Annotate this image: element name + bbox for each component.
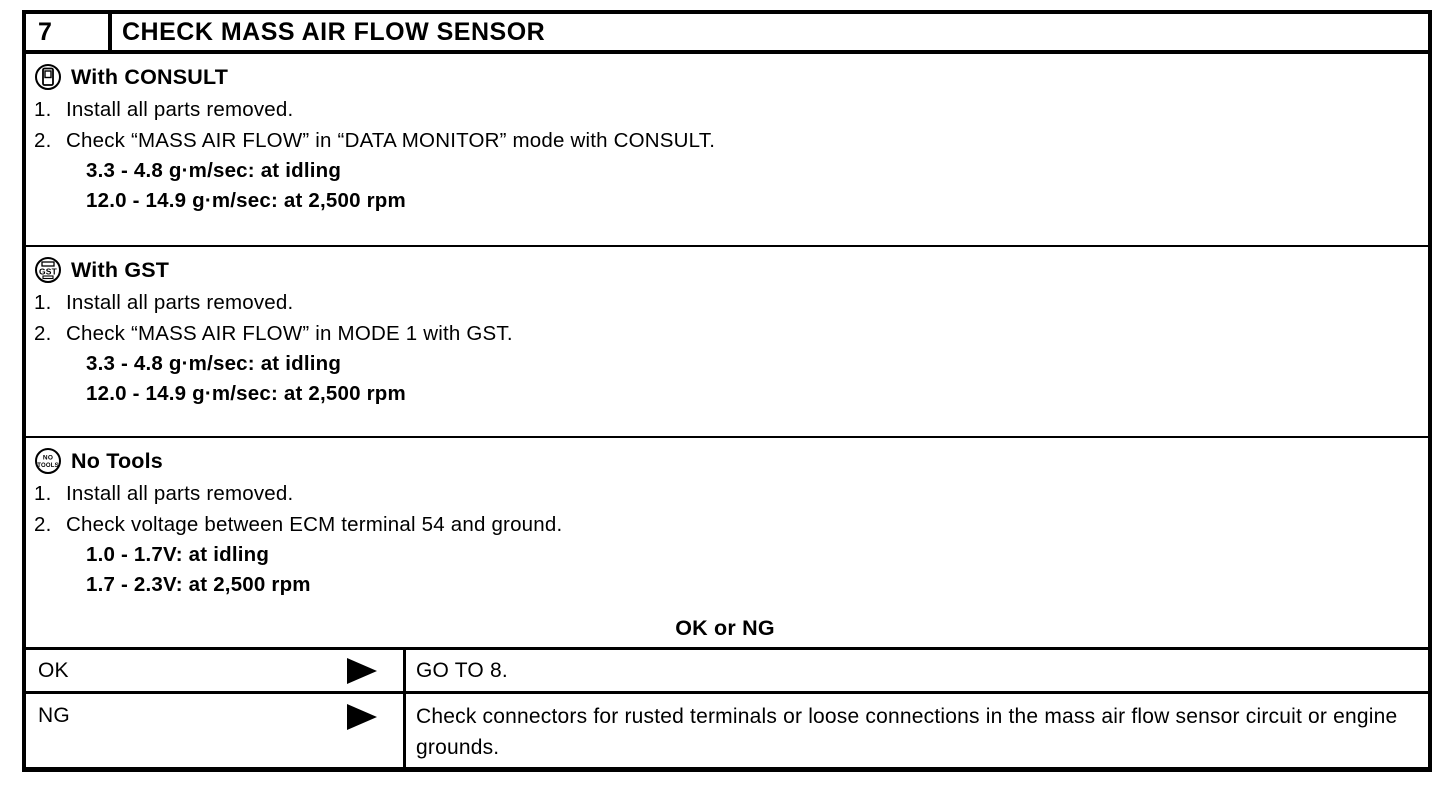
step-item: 2. Check “MASS AIR FLOW” in MODE 1 with …	[34, 322, 513, 345]
step-item: 2. Check “MASS AIR FLOW” in “DATA MONITO…	[34, 129, 716, 152]
spec-value: 12.0 - 14.9 g·m/sec: at 2,500 rpm	[86, 189, 406, 212]
spec-value: 1.0 - 1.7V: at idling	[86, 543, 270, 566]
spec-value: 12.0 - 14.9 g·m/sec: at 2,500 rpm	[86, 382, 406, 405]
svg-text:GST: GST	[39, 267, 58, 277]
result-row-ok: OK GO TO 8.	[26, 650, 1428, 691]
section-heading-gst: GST With GST	[34, 253, 1416, 287]
section-with-gst: GST With GST 1. Install all parts remove…	[26, 247, 1428, 438]
step-item: 1. Install all parts removed.	[34, 98, 294, 121]
section-heading-no-tools: NO TOOLS No Tools	[34, 444, 1416, 478]
svg-text:TOOLS: TOOLS	[37, 463, 59, 469]
step-item: 2. Check voltage between ECM terminal 54…	[34, 513, 563, 536]
result-action: Check connectors for rusted terminals or…	[416, 705, 1398, 759]
spec-value: 3.3 - 4.8 g·m/sec: at idling	[86, 159, 342, 182]
result-condition-cell: NG	[26, 694, 406, 767]
arrow-right-icon	[347, 657, 377, 684]
procedure-title: CHECK MASS AIR FLOW SENSOR	[122, 17, 546, 46]
section-heading-label: No Tools	[71, 448, 163, 473]
step-item: 1. Install all parts removed.	[34, 482, 294, 505]
section-heading-label: With GST	[71, 257, 170, 282]
result-action-cell: GO TO 8.	[406, 650, 1428, 691]
spec-value: 1.7 - 2.3V: at 2,500 rpm	[86, 573, 311, 596]
svg-text:NO: NO	[43, 455, 53, 462]
step-number-cell: 7	[26, 14, 112, 50]
section-heading-label: With CONSULT	[71, 64, 229, 89]
result-label: NG	[38, 704, 70, 727]
spec-value: 3.3 - 4.8 g·m/sec: at idling	[86, 352, 342, 375]
result-label: OK	[38, 658, 69, 682]
step-item: 1. Install all parts removed.	[34, 291, 294, 314]
section-no-tools: NO TOOLS No Tools 1. Install all parts r…	[26, 438, 1428, 650]
section-heading-consult: With CONSULT	[34, 60, 1416, 94]
result-condition-cell: OK	[26, 650, 406, 691]
diagnostic-procedure-table: 7 CHECK MASS AIR FLOW SENSOR With CONSUL…	[22, 10, 1432, 772]
consult-icon	[34, 63, 62, 91]
gst-icon: GST	[34, 256, 62, 284]
decision-label: OK or NG	[675, 616, 775, 640]
no-tools-icon: NO TOOLS	[34, 447, 62, 475]
section-with-consult: With CONSULT 1. Install all parts remove…	[26, 54, 1428, 247]
result-row-ng: NG Check connectors for rusted terminals…	[26, 691, 1428, 767]
result-action-cell: Check connectors for rusted terminals or…	[406, 694, 1428, 767]
table-header-row: 7 CHECK MASS AIR FLOW SENSOR	[26, 14, 1428, 54]
result-action: GO TO 8.	[416, 658, 508, 682]
arrow-right-icon	[347, 704, 377, 730]
